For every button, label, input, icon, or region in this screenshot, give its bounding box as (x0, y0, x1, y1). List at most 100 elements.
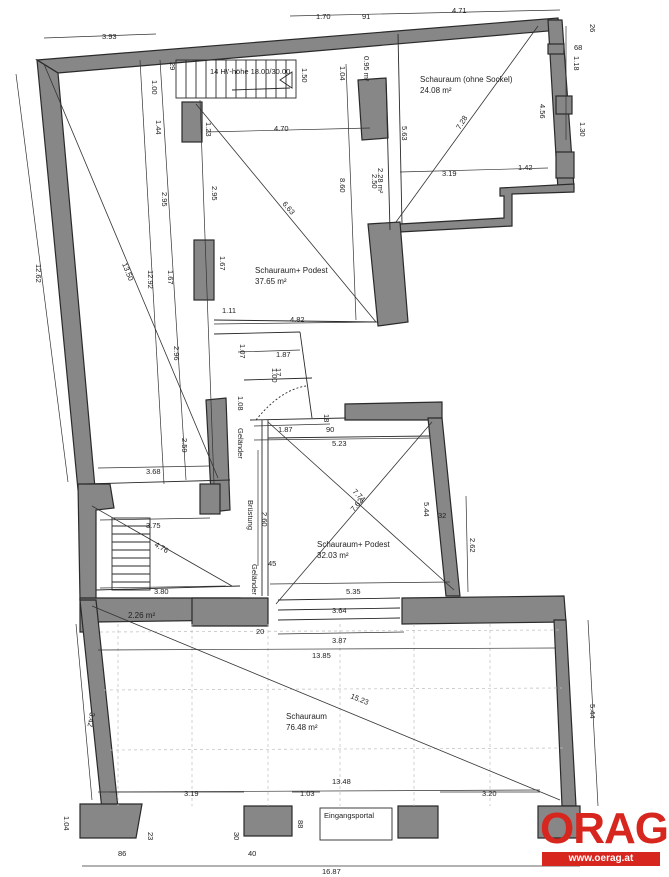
dim-int-30: 30 (232, 832, 241, 840)
middle-lower-wall (367, 221, 409, 327)
room-podest-2-area: 32.03 m² (317, 551, 349, 560)
hall-grid (99, 624, 567, 806)
hall-right-wall (553, 619, 577, 807)
dim-int-0-95: 0.95 m² (362, 56, 371, 82)
dim-int-1-03: 1.03 (300, 789, 315, 798)
dim-outer-40: 40 (248, 849, 256, 858)
dim-int-4-56: 4.56 (538, 104, 547, 119)
dim-outer-1-18: 1.18 (572, 56, 581, 71)
dim-int-45: 45 (268, 559, 276, 568)
dim-int-13-48: 13.48 (332, 777, 351, 786)
logo-url: www.oerag.at (542, 852, 660, 866)
dim-int-1-00: 1.00 (150, 80, 159, 95)
dim-top-1: 1.70 (316, 12, 331, 21)
hall-left-wall (79, 599, 119, 811)
dim-top-5: 26 (588, 24, 597, 32)
dim-int-5-44: 5.44 (422, 502, 431, 517)
dim-int-4-82: 4.82 (290, 315, 305, 324)
dim-outer-5-44: 5.44 (588, 704, 597, 719)
stair-info-label: 14 H\'-höhe 18.00/30.00 (210, 67, 290, 76)
annex-bottom-wall (399, 183, 575, 233)
orag-logo: ORAG www.oerag.at (540, 804, 669, 869)
dim-int-7-28: 7.28 (454, 114, 469, 131)
dim-int-12-92: 12.92 (146, 270, 155, 289)
column-1 (181, 101, 203, 143)
dim-int-13-50: 13.50 (120, 261, 135, 282)
dim-int-90: 90 (326, 425, 334, 434)
dim-int-1-00b: 1.00 (270, 368, 279, 383)
dim-int-1-07: 1.07 (238, 344, 247, 359)
dim-outer-16-87: 16.87 (322, 867, 341, 876)
hall-top-right-wall (401, 595, 567, 625)
top-wall (35, 17, 561, 74)
room-schauraum-sockel-area: 24.08 m² (420, 86, 452, 95)
annex-window-block-1 (547, 43, 565, 55)
diagonals (43, 25, 561, 801)
dim-int-2-60: 2.60 (260, 512, 269, 527)
dim-int-8-60: 8.60 (338, 178, 347, 193)
dim-int-3-68: 3.68 (146, 467, 161, 476)
annex-window-block-3 (555, 151, 575, 179)
room-labels: Schauraum (ohne Sockel) 24.08 m² Schaura… (128, 75, 513, 732)
dim-outer-86: 86 (118, 849, 126, 858)
dim-int-3-19b: 3.19 (184, 789, 199, 798)
dim-int-6-63: 6.63 (280, 200, 296, 217)
logo-word: ORAG (540, 804, 669, 853)
dim-int-18: 18 (322, 414, 331, 422)
dim-top-2: 91 (362, 12, 370, 21)
dim-int-2-95b: 2.95 (210, 186, 219, 201)
bottom-wall-left (79, 803, 143, 839)
dim-outer-2-62: 2.62 (468, 538, 477, 553)
left-lower-wall (77, 483, 115, 601)
dim-int-1-11: 1.11 (222, 306, 236, 315)
column-4 (199, 483, 221, 515)
stair-lower (111, 517, 151, 591)
dim-int-2-96: 2.96 (172, 346, 181, 361)
dimension-texts: 1.70 91 4.71 3.93 26 12.62 16.87 5.44 3.… (34, 6, 597, 876)
dim-int-1-67a: 1.67 (166, 270, 175, 285)
gelaender-label-2: Geländer (250, 564, 259, 595)
left-outer-wall (36, 58, 96, 491)
gelaender-label-1: Geländer (236, 428, 245, 459)
dim-int-1-87a: 1.87 (276, 350, 291, 359)
dim-int-3-19a: 3.19 (442, 169, 457, 178)
dim-int-5-63: 5.63 (400, 126, 409, 141)
walls (35, 17, 581, 839)
misc-labels: 14 H\'-höhe 18.00/30.00 Geländer Gelände… (210, 67, 374, 820)
dim-int-2-28: 2.28 m² (376, 168, 385, 194)
room-podest-1-area: 37.65 m² (255, 277, 287, 286)
dim-top-3: 4.71 (452, 6, 467, 15)
room-small-area: 2.26 m² (128, 611, 155, 620)
annex-window-block-2 (555, 95, 573, 115)
dim-outer-3-42: 3.42 (85, 712, 96, 728)
room-main-name: Schauraum (286, 712, 327, 721)
dim-int-1-87b: 1.87 (278, 425, 293, 434)
dim-int-3-75: 3.75 (146, 521, 161, 530)
dimension-lines (15, 9, 599, 867)
dim-int-1-04: 1.04 (338, 66, 347, 81)
dim-int-20: 20 (256, 627, 264, 636)
dim-int-23: 23 (146, 832, 155, 840)
dim-int-1-23: 1.23 (204, 122, 213, 137)
dim-int-88: 88 (296, 820, 305, 828)
bottom-wall-mid (243, 805, 293, 837)
dim-int-15-23: 15.23 (349, 692, 370, 707)
dim-int-13-85: 13.85 (312, 651, 331, 660)
dim-int-1-44: 1.44 (154, 120, 163, 135)
room-main-area: 76.48 m² (286, 723, 318, 732)
dim-int-1-67b: 1.67 (218, 256, 227, 271)
dim-int-4-70: 4.70 (274, 124, 289, 133)
dim-int-5-35: 5.35 (346, 587, 361, 596)
dim-int-1-50: 1.50 (300, 68, 309, 83)
dim-int-2-50: 2.50 (370, 174, 379, 189)
eingangsportal-frame (319, 807, 393, 841)
dim-int-4-76: 4.76 (153, 540, 170, 555)
middle-divider-wall (357, 77, 389, 141)
dim-outer-1-04: 1.04 (62, 816, 71, 831)
room-podest-2-name: Schauraum+ Podest (317, 540, 390, 549)
hall-top-mid-wall (191, 597, 269, 627)
dim-top-4: 3.93 (102, 32, 117, 41)
bottom-wall-far-right (537, 805, 581, 839)
dim-int-5-23: 5.23 (332, 439, 347, 448)
